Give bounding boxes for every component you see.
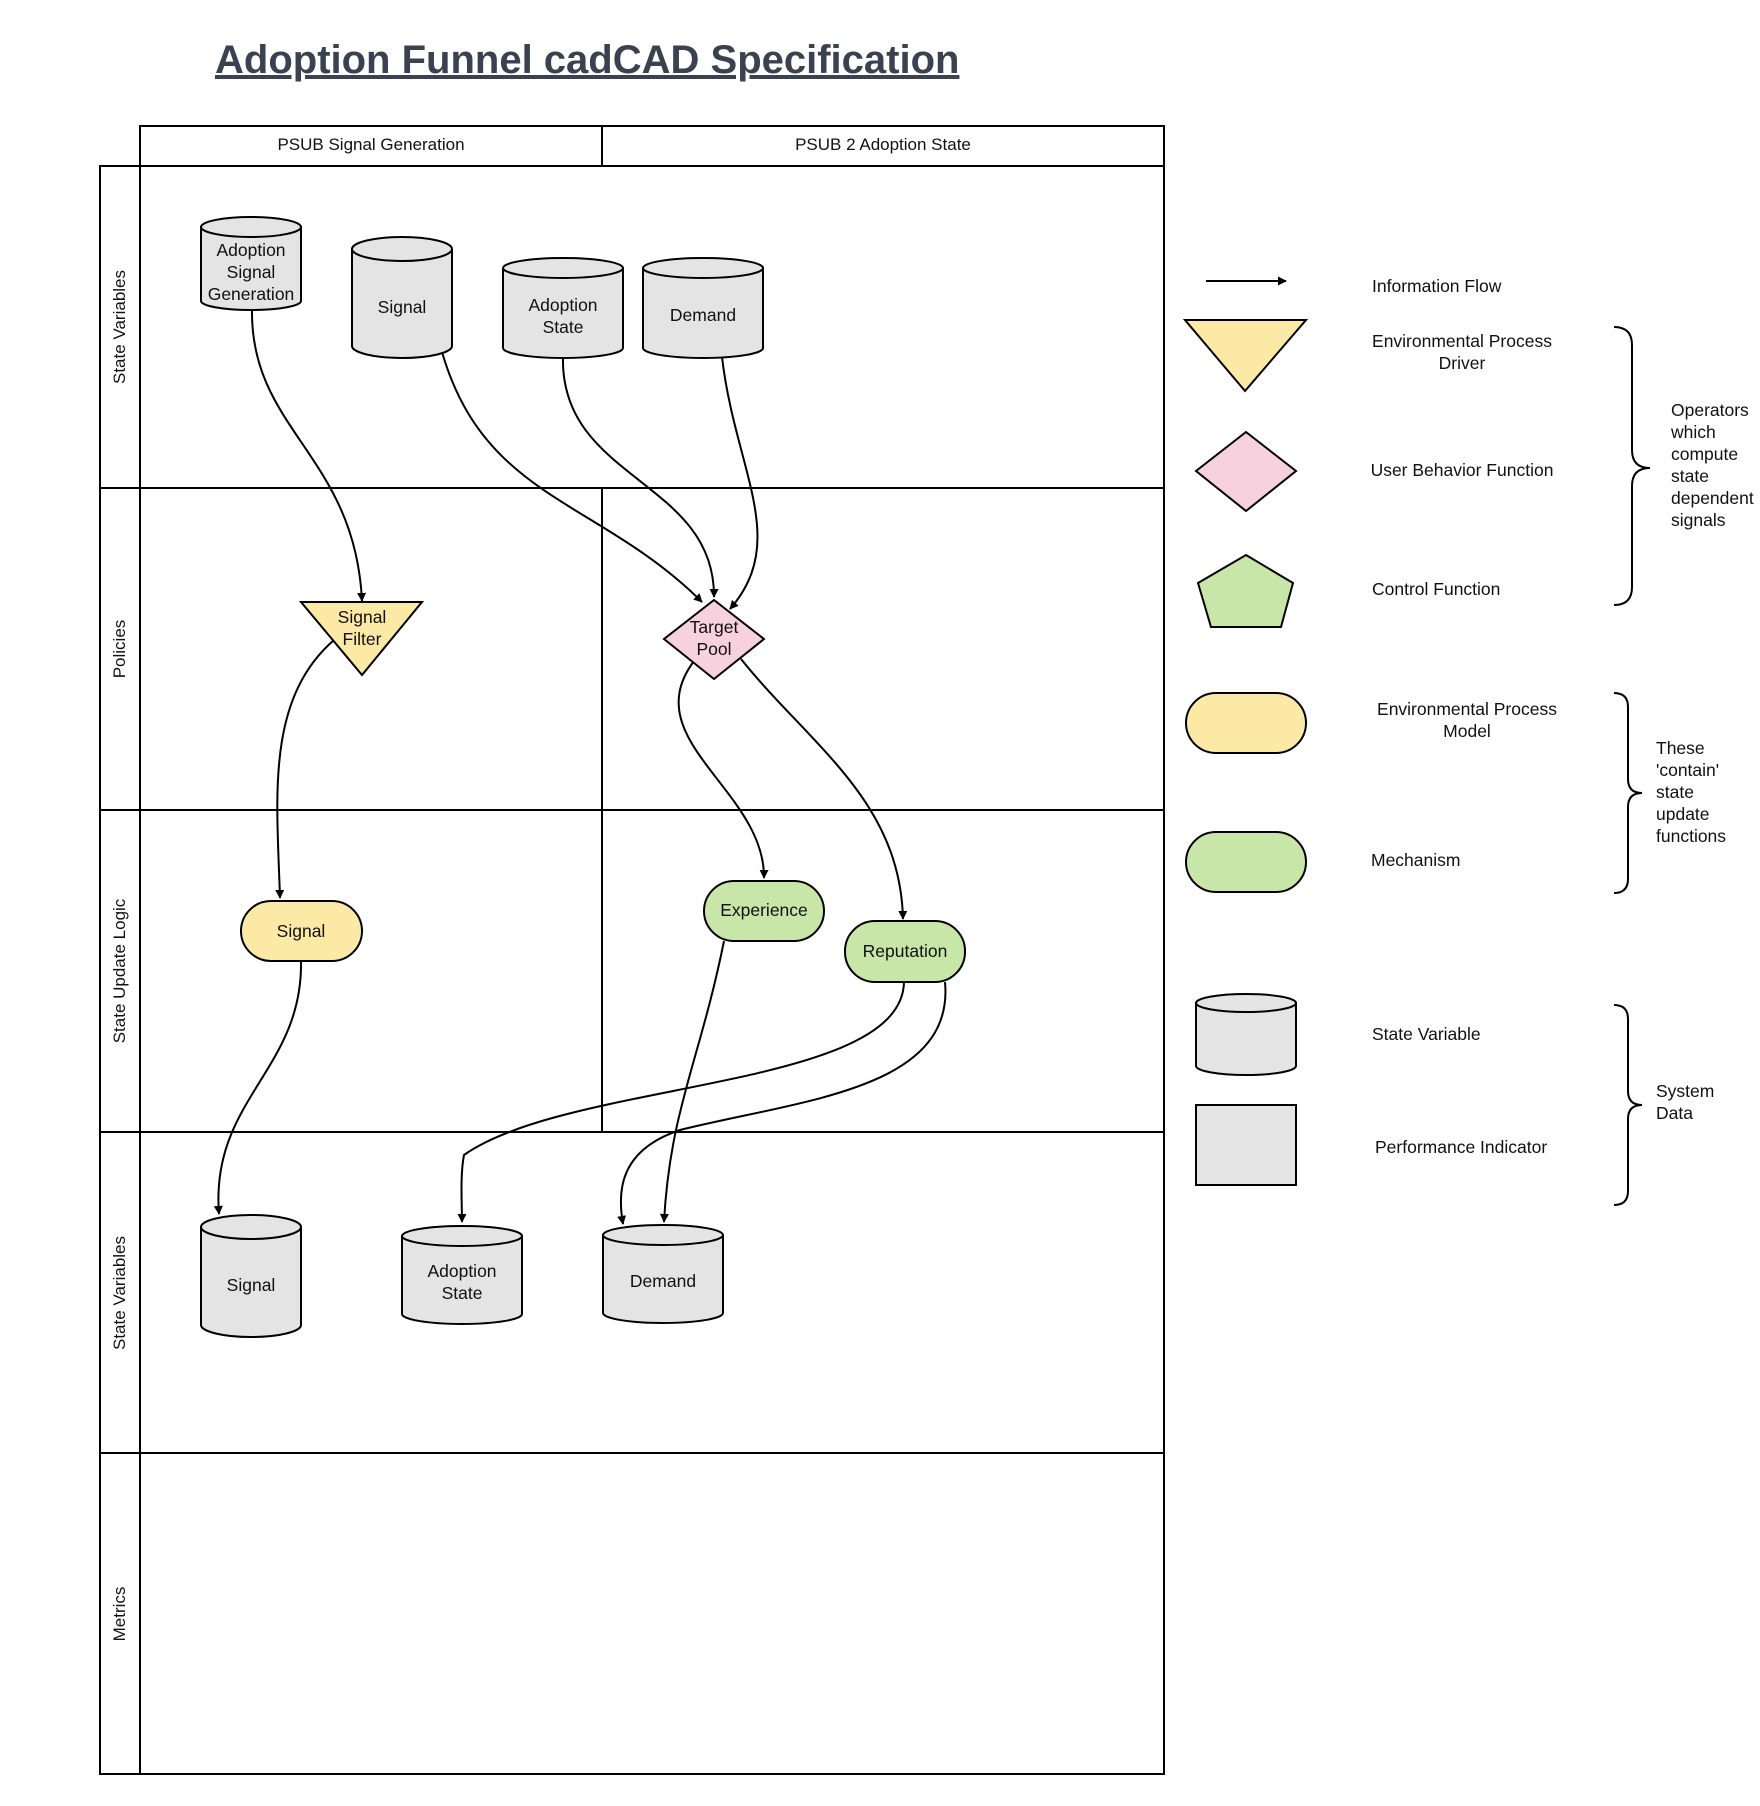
- pill-green-icon: [1185, 831, 1307, 893]
- edge-target-pool-to-experience: [677, 660, 769, 879]
- page-title: Adoption Funnel cadCAD Specification: [215, 38, 959, 82]
- legend-label-state-variable: State Variable: [1372, 1024, 1481, 1044]
- node-label-line: Demand: [670, 305, 736, 325]
- legend-label-control-function: Control Function: [1372, 579, 1500, 599]
- diamond-icon: [1194, 430, 1298, 513]
- edges: [213, 308, 947, 1225]
- edge-reputation-to-adoption-state: [457, 981, 905, 1223]
- row-label-policies: Policies: [110, 620, 129, 679]
- group-label-line: 'contain': [1656, 760, 1719, 780]
- node-label-line: Experience: [720, 900, 808, 920]
- node-label-line: Reputation: [863, 941, 948, 961]
- edge-target-pool-to-reputation: [740, 658, 908, 920]
- edge-signal-filter-to-signal: [275, 639, 335, 899]
- node-label-line: Signal: [378, 297, 427, 317]
- edge-signal-to-target-pool: [441, 351, 703, 603]
- edge-adoption-state-to-target-pool: [561, 356, 719, 598]
- pill-yellow-icon: [1185, 692, 1307, 754]
- node-label-line: Demand: [630, 1271, 696, 1291]
- edge-demand-to-target-pool: [721, 356, 759, 610]
- environmental-process-model-signal[interactable]: Signal: [240, 900, 363, 962]
- state-variable-signal-top[interactable]: Signal: [351, 236, 453, 359]
- group-label-line: which: [1670, 422, 1716, 442]
- row-label-state-update-logic: State Update Logic: [110, 898, 129, 1043]
- brace-icon: [1613, 1004, 1643, 1206]
- mechanism-reputation[interactable]: Reputation: [844, 920, 966, 983]
- group-label-line: These: [1656, 738, 1705, 758]
- environmental-process-driver-signal-filter[interactable]: Signal Filter: [298, 601, 425, 677]
- edge-experience-to-demand: [659, 940, 725, 1223]
- node-label-line: Signal: [338, 607, 387, 627]
- group-label-line: update: [1656, 804, 1710, 824]
- node-label-line: Adoption: [216, 240, 285, 260]
- node-label-line: Target: [690, 617, 739, 637]
- mechanism-experience[interactable]: Experience: [703, 880, 825, 942]
- group-label-line: Data: [1656, 1103, 1693, 1123]
- group-label-line: functions: [1656, 826, 1726, 846]
- node-label-line: Generation: [208, 284, 295, 304]
- row-label-state-variables-2: State Variables: [110, 1236, 129, 1350]
- state-variable-demand-top[interactable]: Demand: [642, 257, 764, 359]
- group-label-line: System: [1656, 1081, 1714, 1101]
- group-label-line: state: [1671, 466, 1709, 486]
- brace-operators: [1613, 326, 1651, 606]
- state-variable-adoption-state-top[interactable]: Adoption State: [502, 257, 624, 359]
- lane-frame: [139, 165, 1165, 1775]
- row-label-state-variables: State Variables: [110, 270, 129, 384]
- state-variable-signal-bottom[interactable]: Signal: [200, 1214, 302, 1338]
- triangle-icon: [1182, 319, 1309, 393]
- node-label-line: Signal: [227, 1275, 276, 1295]
- brace-icon: [1613, 326, 1651, 606]
- row-label-metrics: Metrics: [110, 1587, 129, 1642]
- node-label-line: Adoption: [427, 1261, 496, 1281]
- node-label-line: Signal: [227, 262, 276, 282]
- user-behavior-function-target-pool[interactable]: Target Pool: [662, 598, 766, 681]
- group-label-line: dependent: [1671, 488, 1754, 508]
- node-label-line: Adoption: [528, 295, 597, 315]
- edge-signal-to-signal-bottom: [213, 960, 303, 1215]
- legend-label-line: Environmental Process: [1372, 331, 1552, 351]
- square-icon: [1195, 1104, 1297, 1186]
- group-label-line: state: [1656, 782, 1694, 802]
- state-variable-demand-bottom[interactable]: Demand: [602, 1224, 724, 1324]
- pentagon-icon: [1196, 553, 1295, 628]
- node-label-line: State: [442, 1283, 483, 1303]
- group-label-line: Operators: [1671, 400, 1749, 420]
- legend-label-line: Environmental Process: [1377, 699, 1557, 719]
- brace-system-data: [1613, 1004, 1643, 1206]
- group-label-line: signals: [1671, 510, 1726, 530]
- group-label-line: compute: [1671, 444, 1738, 464]
- node-label-line: Pool: [696, 639, 731, 659]
- column-header-1-label: PSUB Signal Generation: [277, 135, 464, 154]
- column-header-2-label: PSUB 2 Adoption State: [795, 135, 971, 154]
- brace-icon: [1613, 692, 1643, 894]
- node-label-line: State: [543, 317, 584, 337]
- legend-label-line: Model: [1443, 721, 1491, 741]
- legend-label-mechanism: Mechanism: [1371, 850, 1460, 870]
- brace-contain: [1613, 692, 1643, 894]
- legend-label-performance-indicator: Performance Indicator: [1375, 1137, 1547, 1157]
- cylinder-icon: [1195, 993, 1297, 1076]
- legend-label-user-behavior-function: User Behavior Function: [1371, 460, 1554, 480]
- legend-label-information-flow: Information Flow: [1372, 276, 1502, 296]
- node-label-line: Signal: [277, 921, 326, 941]
- legend-label-line: Driver: [1439, 353, 1486, 373]
- state-variable-adoption-state-bottom[interactable]: Adoption State: [401, 1225, 523, 1325]
- node-label-line: Filter: [343, 629, 382, 649]
- state-variable-adoption-signal-generation[interactable]: Adoption Signal Generation: [200, 216, 302, 311]
- edge-asg-to-signal-filter: [250, 308, 367, 602]
- legend: Information Flow Environmental Process D…: [1182, 276, 1557, 1186]
- edge-reputation-to-demand: [617, 981, 947, 1225]
